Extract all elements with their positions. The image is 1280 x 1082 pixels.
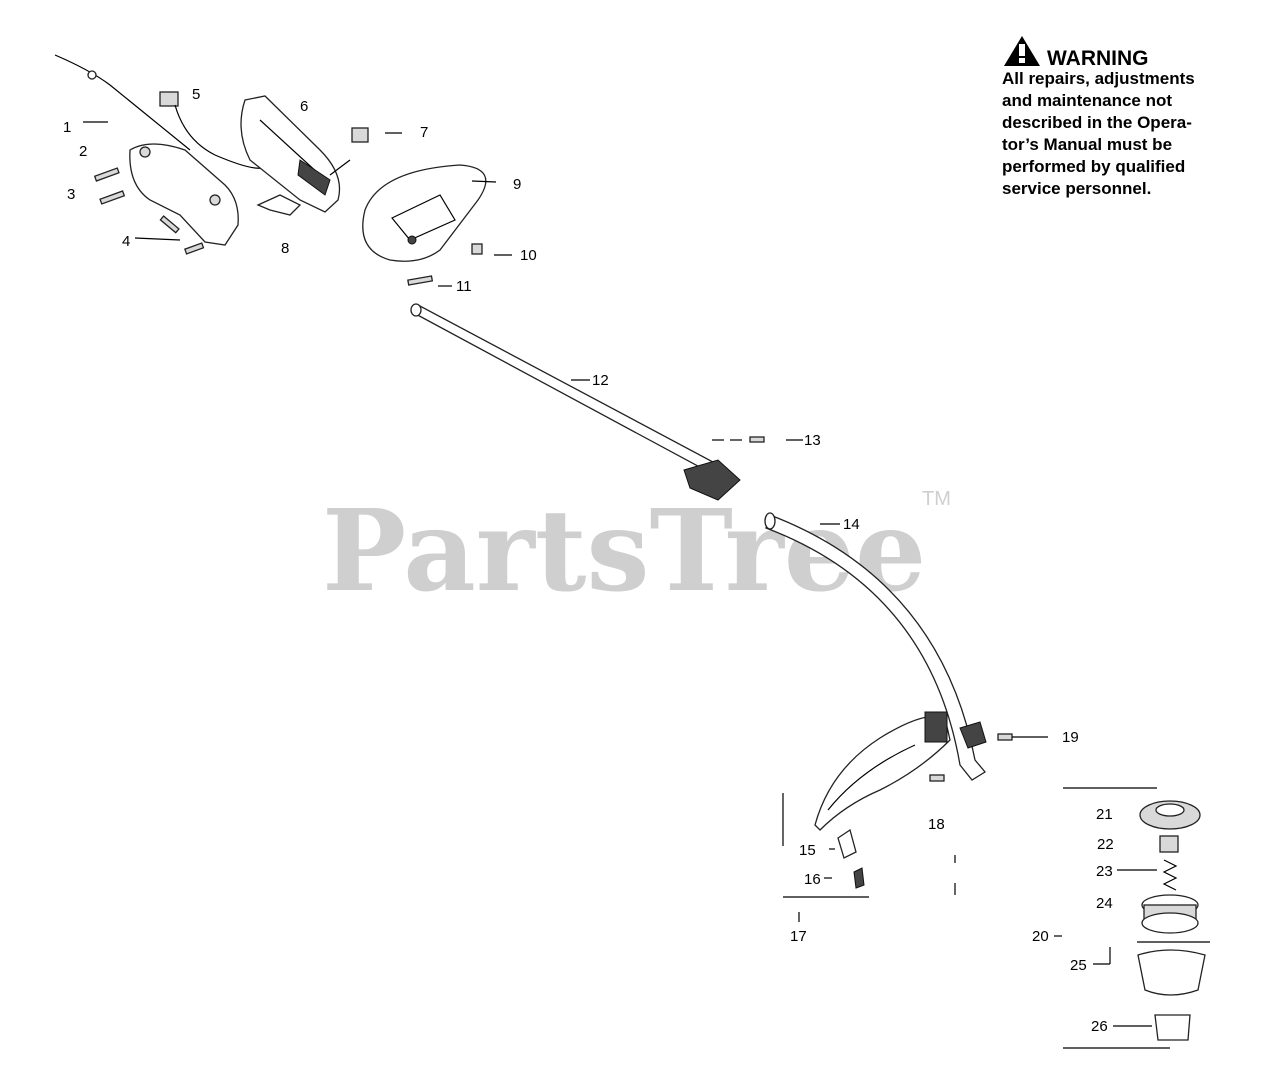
guard-drawing bbox=[814, 711, 951, 831]
warning-title: WARNING bbox=[1047, 47, 1149, 70]
line-cutter-drawing bbox=[837, 828, 865, 889]
callout-19: 19 bbox=[1062, 729, 1079, 746]
callout-9: 9 bbox=[513, 176, 521, 193]
warning-line-4: tor’s Manual must be bbox=[1002, 135, 1172, 154]
ignition-wire-drawing bbox=[159, 91, 263, 169]
callout-14: 14 bbox=[843, 516, 860, 533]
upper-shaft-drawing bbox=[410, 303, 765, 501]
warning-line-1: All repairs, adjustments bbox=[1002, 69, 1195, 88]
callout-17: 17 bbox=[790, 928, 807, 945]
warning-triangle-icon bbox=[1004, 36, 1040, 66]
leader-lines bbox=[83, 121, 1210, 1049]
handle-housing-left-drawing bbox=[129, 143, 239, 246]
warning-line-5: performed by qualified bbox=[1002, 157, 1185, 176]
callout-2: 2 bbox=[79, 143, 87, 160]
callout-7: 7 bbox=[420, 124, 428, 141]
callout-5: 5 bbox=[192, 86, 200, 103]
callout-13: 13 bbox=[804, 432, 821, 449]
callout-12: 12 bbox=[592, 372, 609, 389]
callout-11: 11 bbox=[456, 278, 472, 295]
callout-23: 23 bbox=[1096, 863, 1113, 880]
callout-4: 4 bbox=[122, 233, 130, 250]
callout-6: 6 bbox=[300, 98, 308, 115]
callout-16: 16 bbox=[804, 871, 821, 888]
throttle-cable-drawing bbox=[54, 54, 191, 151]
trimmer-head-drawing bbox=[1137, 800, 1206, 1041]
callout-18: 18 bbox=[928, 816, 945, 833]
warning-block: WARNING All repairs, adjustments and mai… bbox=[1002, 36, 1195, 198]
callout-8: 8 bbox=[281, 240, 289, 257]
callout-22: 22 bbox=[1097, 836, 1114, 853]
rear-handle-drawing bbox=[362, 164, 487, 262]
warning-line-3: described in the Opera- bbox=[1002, 113, 1192, 132]
handle-housing-right-drawing bbox=[240, 95, 341, 213]
callout-1: 1 bbox=[63, 119, 71, 136]
small-screw-drawing bbox=[407, 243, 483, 286]
callout-21: 21 bbox=[1096, 806, 1113, 823]
callout-15: 15 bbox=[799, 842, 816, 859]
screws-drawing bbox=[93, 167, 205, 255]
switch-drawing bbox=[351, 127, 369, 143]
callout-20: 20 bbox=[1032, 928, 1049, 945]
warning-line-6: service personnel. bbox=[1002, 179, 1151, 198]
callout-3: 3 bbox=[67, 186, 75, 203]
warning-line-2: and maintenance not bbox=[1002, 91, 1172, 110]
callout-24: 24 bbox=[1096, 895, 1113, 912]
lower-shaft-drawing bbox=[764, 512, 1013, 781]
throttle-trigger-drawing bbox=[256, 194, 302, 216]
callout-26: 26 bbox=[1091, 1018, 1108, 1035]
watermark-trademark: TM bbox=[922, 488, 951, 510]
callout-10: 10 bbox=[520, 247, 537, 264]
callout-25: 25 bbox=[1070, 957, 1087, 974]
